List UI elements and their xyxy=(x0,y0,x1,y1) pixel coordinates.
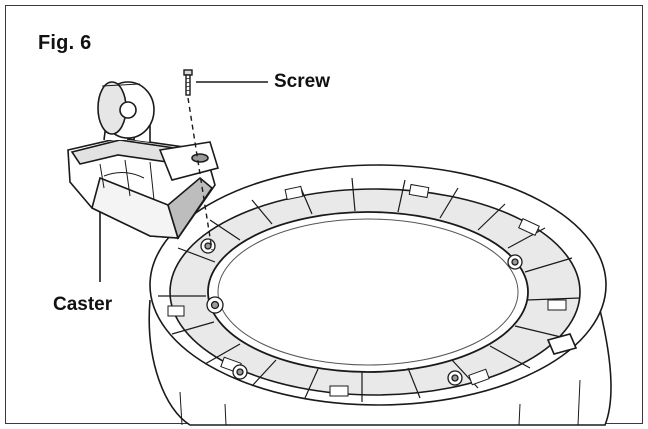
screw-part xyxy=(183,69,193,96)
caster-part xyxy=(67,81,220,240)
caster-label: Caster xyxy=(53,294,113,315)
screw-label: Screw xyxy=(274,71,330,92)
base-ring xyxy=(148,164,612,426)
alignment-dashed-line xyxy=(187,97,213,251)
figure-title: Fig. 6 xyxy=(38,32,92,54)
